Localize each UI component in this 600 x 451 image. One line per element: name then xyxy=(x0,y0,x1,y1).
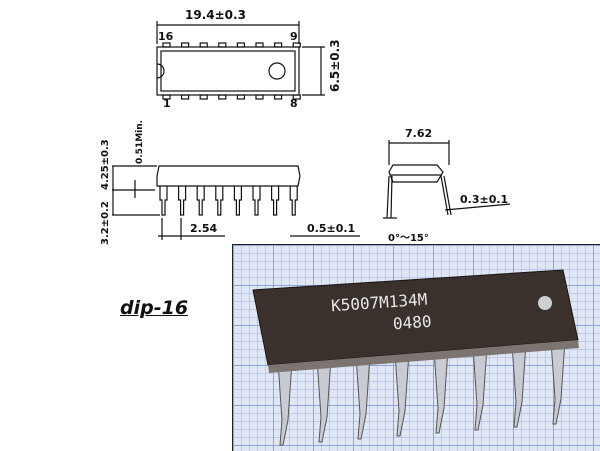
bottom-pin xyxy=(255,94,264,100)
lead-angle-dimension: 0°～15° xyxy=(388,233,429,244)
top-pin xyxy=(292,42,301,48)
side-lead xyxy=(289,186,298,216)
bottom-pin xyxy=(236,94,245,100)
side-lead xyxy=(252,186,261,216)
top-pin xyxy=(236,42,245,48)
row-spacing-dimension: 7.62 xyxy=(405,127,433,140)
lead-length-dimension: 3.2±0.2 xyxy=(100,201,111,245)
top-pin xyxy=(255,42,264,48)
lead-width-dimension: 0.5±0.1 xyxy=(307,222,356,235)
top-pin xyxy=(162,42,171,48)
bottom-pin xyxy=(218,94,227,100)
length-dimension: 19.4±0.3 xyxy=(185,8,246,22)
photo-lead xyxy=(472,345,488,431)
side-lead xyxy=(215,186,224,216)
bottom-pin xyxy=(162,94,171,100)
photo-lead xyxy=(394,351,410,437)
top-pin xyxy=(218,42,227,48)
side-lead xyxy=(271,186,280,216)
side-view-pins xyxy=(159,186,298,216)
width-dimension: 6.5±0.3 xyxy=(328,39,342,92)
top-view-body xyxy=(156,21,325,96)
top-pin xyxy=(199,42,208,48)
side-lead xyxy=(159,186,168,216)
chip-photo-image xyxy=(252,269,579,446)
body-height-dimension: 4.25±0.3 xyxy=(100,139,111,190)
lead-thickness-dimension: 0.3±0.1 xyxy=(460,193,509,206)
package-label: dip-16 xyxy=(120,297,189,319)
photo-lead xyxy=(355,354,371,440)
bottom-pin xyxy=(181,94,190,100)
end-view xyxy=(383,140,511,219)
photo-lead xyxy=(511,342,527,428)
standoff-dimension: 0.51Min. xyxy=(135,119,145,164)
photo-lead xyxy=(433,348,449,434)
side-lead xyxy=(178,186,187,216)
pitch-dimension: 2.54 xyxy=(190,222,218,235)
photo-lead xyxy=(316,357,332,443)
chip-photo: K5007M134M 0480 xyxy=(232,244,600,451)
photo-pins xyxy=(277,339,566,446)
pin-8-label: 8 xyxy=(290,97,298,110)
bottom-pin xyxy=(274,94,283,100)
pin-9-label: 9 xyxy=(290,30,298,43)
pin-16-label: 16 xyxy=(158,30,174,43)
top-view-pins xyxy=(162,42,301,100)
top-pin xyxy=(274,42,283,48)
photo-lead xyxy=(550,339,566,425)
side-lead xyxy=(233,186,242,216)
bottom-pin xyxy=(199,94,208,100)
chip-marking-line2: 0480 xyxy=(392,311,433,334)
pin-1-label: 1 xyxy=(163,97,171,110)
bottom-pin xyxy=(292,94,301,100)
photo-lead xyxy=(277,360,293,446)
side-view-body xyxy=(112,165,360,240)
side-lead xyxy=(196,186,205,216)
top-pin xyxy=(181,42,190,48)
